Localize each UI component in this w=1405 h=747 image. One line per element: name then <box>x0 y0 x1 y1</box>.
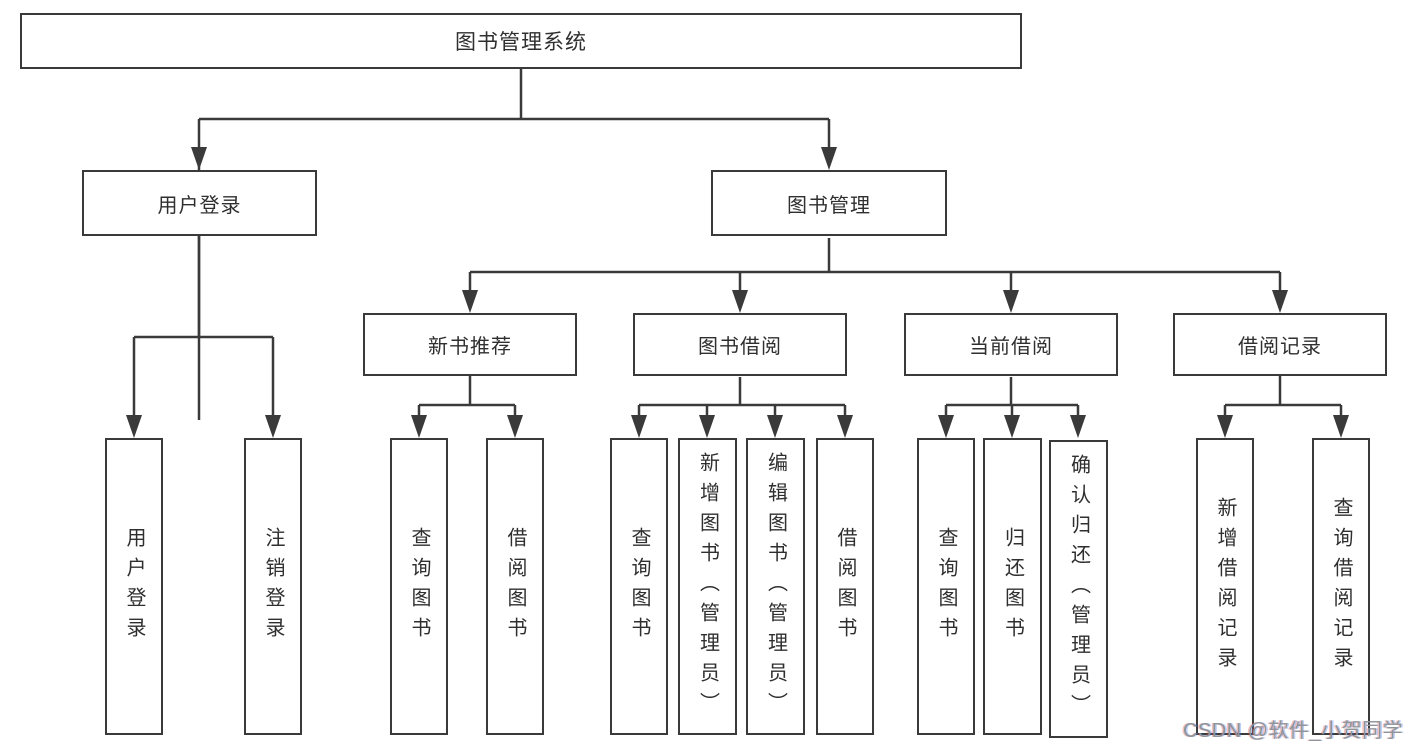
node-user-login: 用户登录 <box>82 170 317 236</box>
node-label: 查询借阅记录 <box>1330 496 1352 677</box>
leaf-nb-query-books: 查询图书 <box>390 438 448 735</box>
node-label: 用户登录 <box>157 194 242 217</box>
node-label: 借阅图书 <box>504 526 526 647</box>
node-root-system: 图书管理系统 <box>20 13 1022 69</box>
node-label: 注销登录 <box>262 526 284 647</box>
node-label: 当前借阅 <box>969 336 1053 358</box>
node-label: 用户登录 <box>123 526 145 647</box>
node-label: 借阅记录 <box>1238 336 1322 358</box>
node-label: 图书管理系统 <box>455 31 587 54</box>
leaf-bb-query-books: 查询图书 <box>610 438 668 735</box>
leaf-logout: 注销登录 <box>244 438 302 735</box>
node-label: 图书管理 <box>787 194 871 217</box>
node-label: 图书借阅 <box>698 336 782 358</box>
leaf-bb-add-books-admin: 新增图书（管理员） <box>678 438 737 735</box>
leaf-cb-return-books: 归还图书 <box>983 438 1042 735</box>
leaf-bb-edit-books-admin: 编辑图书（管理员） <box>746 438 805 735</box>
node-label: 确认归还（管理员） <box>1067 454 1090 724</box>
node-label: 新增借阅记录 <box>1214 496 1236 677</box>
node-current-borrowing: 当前借阅 <box>904 313 1118 376</box>
leaf-cb-query-books: 查询图书 <box>917 438 975 735</box>
leaf-bb-borrow-books: 借阅图书 <box>816 438 874 735</box>
arrowheads <box>126 147 1349 438</box>
node-borrowing-records: 借阅记录 <box>1173 313 1387 376</box>
node-label: 借阅图书 <box>834 526 856 647</box>
node-label: 查询图书 <box>935 526 957 647</box>
leaf-nb-borrow-books: 借阅图书 <box>486 438 544 735</box>
leaf-br-add-record: 新增借阅记录 <box>1196 438 1254 735</box>
leaf-br-query-record: 查询借阅记录 <box>1312 438 1370 735</box>
node-label: 新增图书（管理员） <box>696 451 719 722</box>
node-label: 新书推荐 <box>428 336 512 358</box>
leaf-user-login: 用户登录 <box>105 438 163 735</box>
csdn-watermark: CSDN @软件_小贺同学 <box>1183 720 1404 742</box>
node-label: 编辑图书（管理员） <box>764 451 787 722</box>
leaf-cb-confirm-return-admin: 确认归还（管理员） <box>1049 440 1108 738</box>
node-book-management: 图书管理 <box>711 170 947 236</box>
node-book-borrowing: 图书借阅 <box>633 313 847 376</box>
node-new-book-recommend: 新书推荐 <box>363 313 577 376</box>
node-label: 查询图书 <box>408 526 430 647</box>
node-label: 查询图书 <box>628 526 650 647</box>
node-label: 归还图书 <box>1001 526 1024 647</box>
